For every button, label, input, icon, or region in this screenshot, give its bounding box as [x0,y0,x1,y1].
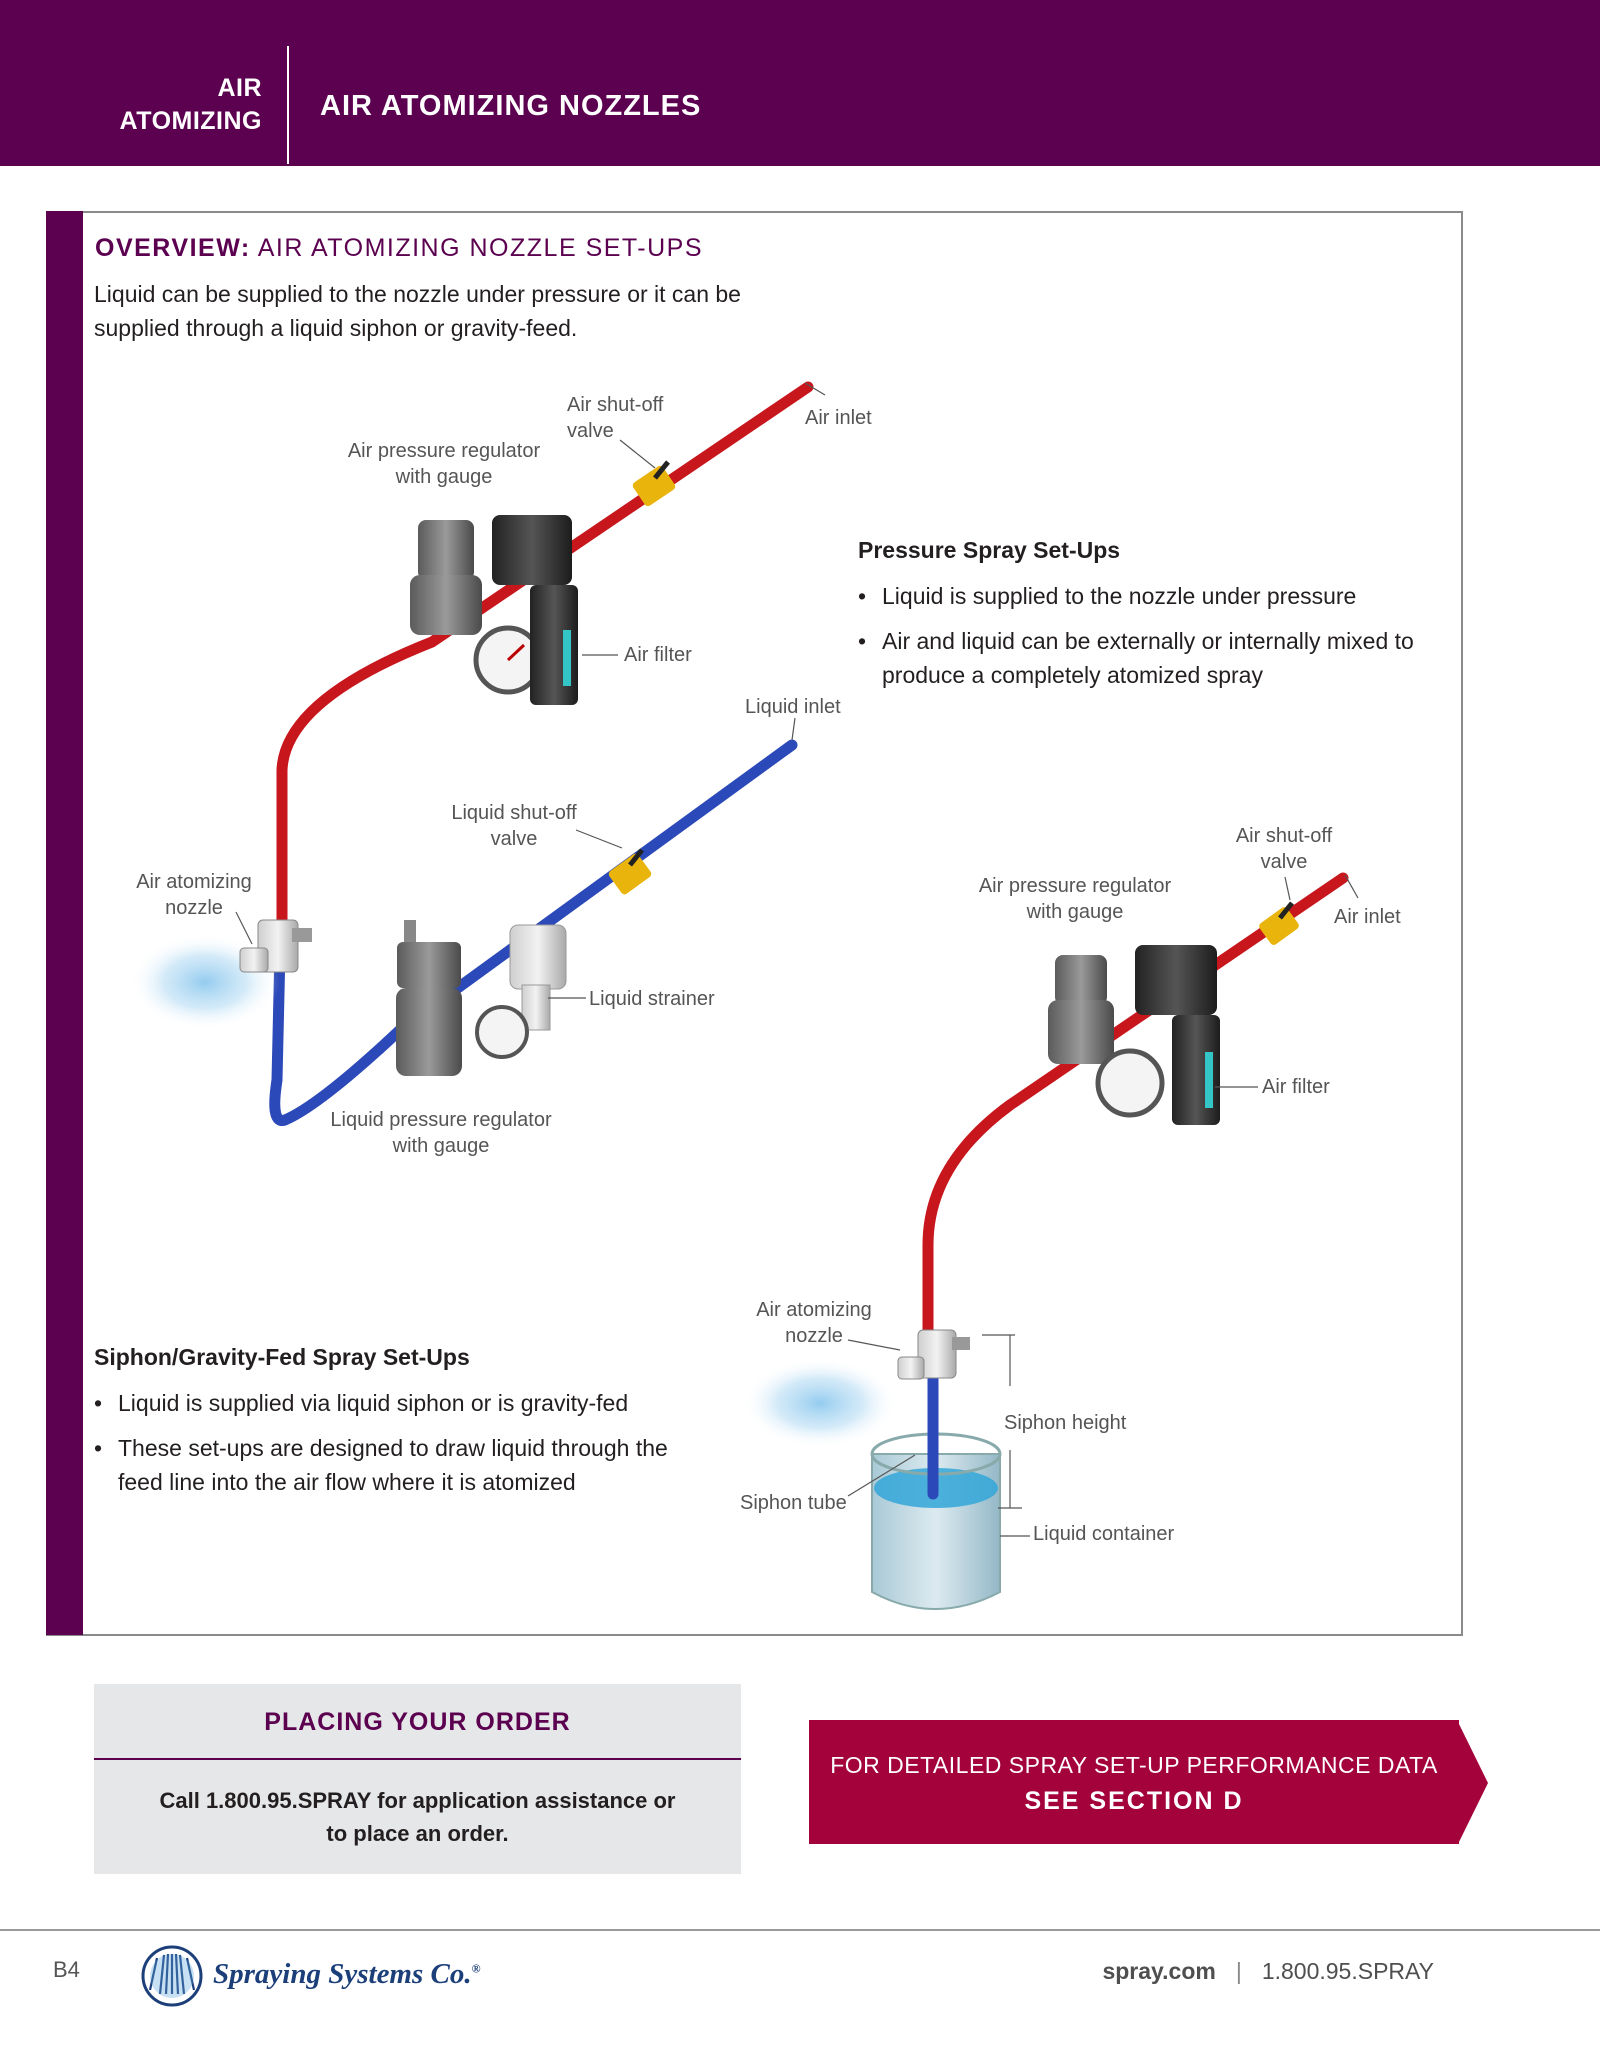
section-label: AIR ATOMIZING [90,72,262,138]
liquid-regulator [396,920,529,1076]
label-siphon-nozzle-line2: nozzle [785,1325,843,1347]
page-title: AIR ATOMIZING NOZZLES [320,90,702,122]
label-pressure-nozzle: Air atomizing nozzle [128,869,260,921]
label-pressure-nozzle-line1: Air atomizing [136,871,252,893]
label-siphon-nozzle-line1: Air atomizing [756,1299,872,1321]
overview-intro: Liquid can be supplied to the nozzle und… [94,281,741,341]
label-siphon-air-regulator-line2: with gauge [1026,901,1124,923]
page-header: AIR ATOMIZING AIR ATOMIZING NOZZLES [0,0,1600,166]
section-label-line2: ATOMIZING [119,107,262,135]
brand-name: Spraying Systems Co.® [213,1958,481,1991]
pressure-leader-lines [235,382,826,999]
brand-logo-icon [141,1945,203,2007]
liquid-strainer [509,924,567,1031]
overview-title-bold: OVERVIEW: [95,234,251,262]
cta-arrow-icon [1458,1722,1488,1844]
label-siphon-air-shutoff-valve-line2: valve [1260,851,1308,873]
see-section-d-banner[interactable]: FOR DETAILED SPRAY SET-UP PERFORMANCE DA… [809,1720,1459,1844]
label-siphon-air-shutoff-valve: Air shut-off valve [1224,823,1344,875]
overview-title-rest: AIR ATOMIZING NOZZLE SET-UPS [250,234,704,262]
footer-separator: | [1235,1958,1242,1984]
label-air-shutoff-valve: Air shut-off valve [567,392,663,444]
phone-number: 1.800.95.SPRAY [1261,1958,1434,1984]
label-air-regulator: Air pressure regulator with gauge [339,438,549,490]
section-label-line1: AIR [217,74,262,102]
cta-line2: SEE SECTION D [1024,1787,1244,1815]
label-liquid-strainer: Liquid strainer [589,988,715,1010]
label-liquid-shutoff-valve-line1: Liquid shut-off [451,802,577,824]
label-air-filter: Air filter [624,644,692,666]
siphon-setups-list: Liquid is supplied via liquid siphon or … [94,1386,674,1510]
label-air-regulator-line2: with gauge [395,466,493,488]
label-air-shutoff-valve-line2: valve [567,420,614,442]
order-box: PLACING YOUR ORDER Call 1.800.95.SPRAY f… [94,1684,741,1874]
label-liquid-regulator-line1: Liquid pressure regulator [330,1109,552,1131]
siphon-setup-art [742,872,1349,1610]
label-pressure-nozzle-line2: nozzle [165,897,223,919]
website-link[interactable]: spray.com [1102,1958,1216,1984]
siphon-leader-lines [847,874,1359,1537]
liquid-line [269,739,798,1126]
pressure-nozzle [130,919,312,1030]
order-text: Call 1.800.95.SPRAY for application assi… [159,1788,676,1846]
air-line [276,381,814,931]
pressure-setup-art [130,381,814,1126]
label-air-inlet: Air inlet [805,407,872,429]
label-siphon-air-filter: Air filter [1262,1076,1330,1098]
header-divider [287,46,289,164]
siphon-nozzle [742,1329,970,1448]
label-siphon-air-inlet: Air inlet [1334,906,1401,928]
siphon-bullet-1: Liquid is supplied via liquid siphon or … [94,1386,674,1420]
siphon-air-shutoff-valve [1259,901,1299,945]
footer-contact: spray.com | 1.800.95.SPRAY [1102,1958,1434,1985]
label-air-regulator-line1: Air pressure regulator [347,440,541,462]
label-liquid-regulator-line2: with gauge [392,1135,490,1157]
order-divider [94,1758,741,1760]
siphon-air-regulator [1048,955,1165,1118]
label-siphon-air-regulator-line1: Air pressure regulator [978,875,1172,897]
pressure-setups-heading: Pressure Spray Set-Ups [858,537,1121,563]
overview-title: OVERVIEW: AIR ATOMIZING NOZZLE SET-UPS [95,234,703,263]
air-filter [492,515,578,705]
pressure-bullet-2: Air and liquid can be externally or inte… [858,624,1418,692]
page-number: B4 [53,1957,80,1982]
siphon-air-filter [1135,945,1220,1125]
label-siphon-air-shutoff-valve-line1: Air shut-off [1235,825,1333,847]
footer-divider [0,1929,1600,1931]
label-liquid-regulator: Liquid pressure regulator with gauge [326,1107,556,1159]
air-regulator [410,520,543,695]
registered-mark: ® [471,1961,481,1976]
label-air-shutoff-valve-line1: Air shut-off [567,394,664,416]
pressure-setups-list: Liquid is supplied to the nozzle under p… [858,579,1418,703]
siphon-bullet-2: These set-ups are designed to draw liqui… [94,1431,674,1499]
label-siphon-tube: Siphon tube [740,1492,847,1514]
label-liquid-shutoff-valve: Liquid shut-off valve [434,800,594,852]
liquid-shutoff-valve [608,848,652,895]
label-siphon-nozzle: Air atomizing nozzle [750,1297,878,1349]
siphon-setups-heading: Siphon/Gravity-Fed Spray Set-Ups [94,1344,470,1370]
label-liquid-shutoff-valve-line2: valve [490,828,538,850]
brand-name-text: Spraying Systems Co. [213,1958,472,1990]
panel-accent-bar [46,211,83,1635]
air-shutoff-valve [632,460,676,507]
label-liquid-container: Liquid container [1033,1523,1175,1545]
order-title: PLACING YOUR ORDER [264,1708,571,1736]
pressure-bullet-1: Liquid is supplied to the nozzle under p… [858,579,1418,613]
label-liquid-inlet: Liquid inlet [745,696,841,718]
label-siphon-air-regulator: Air pressure regulator with gauge [970,873,1180,925]
siphon-air-line [922,872,1349,1338]
label-siphon-height: Siphon height [1004,1412,1127,1434]
cta-line1: FOR DETAILED SPRAY SET-UP PERFORMANCE DA… [830,1752,1438,1778]
